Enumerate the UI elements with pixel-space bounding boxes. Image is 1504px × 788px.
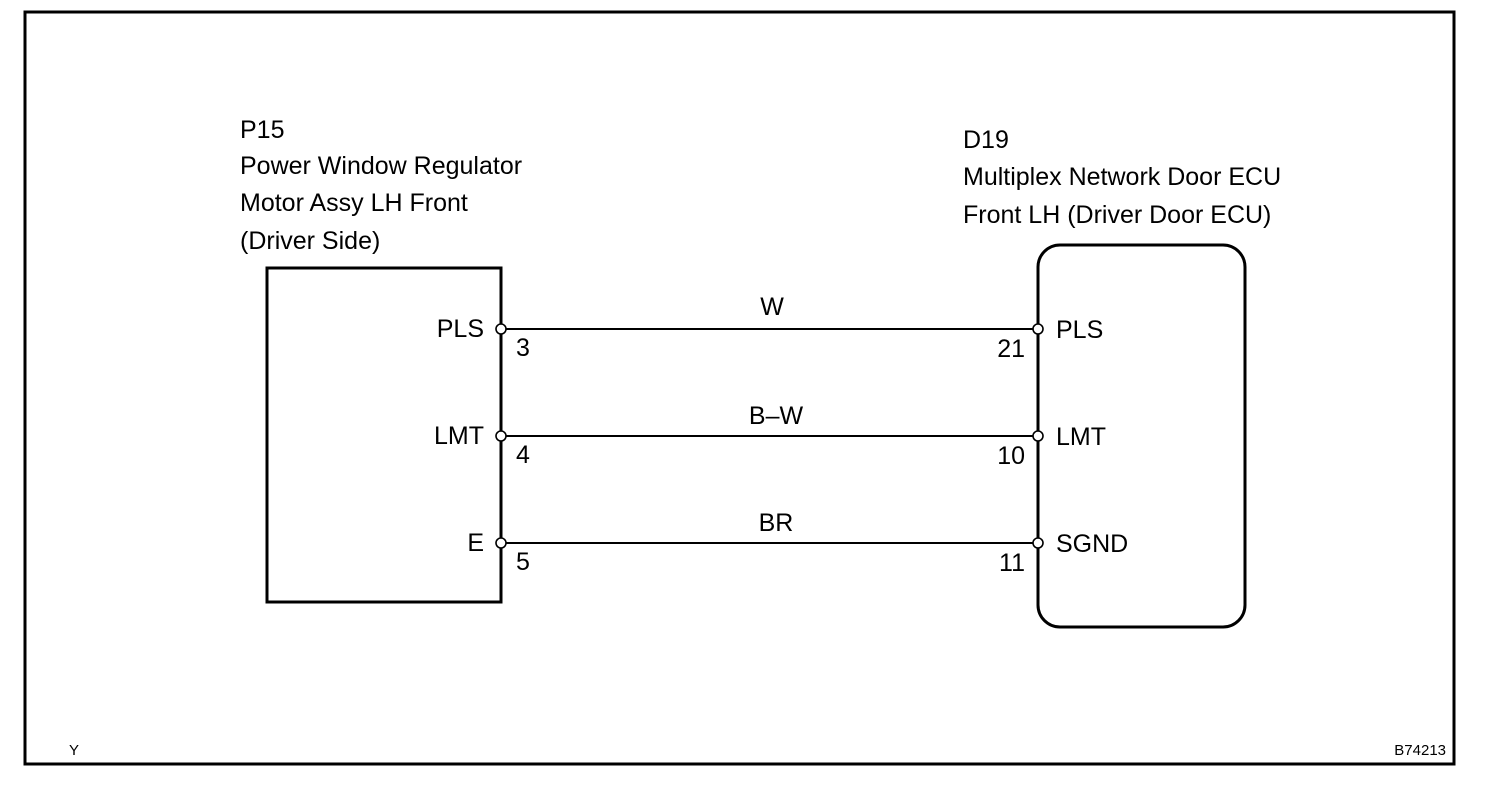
right-pin-3-terminal [1032,537,1044,549]
right-pin-1-terminal [1032,323,1044,335]
left-pin-2-terminal [495,430,507,442]
left-pin-3-terminal [495,537,507,549]
right-pin-1-label: PLS [1056,316,1103,344]
frame-corner-left-text: Y [69,742,79,759]
right-component-code: D19 [963,126,1009,154]
wire-3-color-code: BR [759,509,794,537]
right-pin-2-number: 10 [997,442,1025,470]
frame-corner-right-text: B74213 [1394,742,1446,759]
left-component-name-line-3: (Driver Side) [240,227,380,255]
right-pin-3-number: 11 [999,549,1025,577]
left-component-name-line-2: Motor Assy LH Front [240,189,468,217]
left-component-code: P15 [240,116,284,144]
wire-1-color-code: W [760,293,784,321]
left-pin-1-label: PLS [437,315,484,343]
left-pin-3-label: E [467,529,484,557]
left-pin-2-label: LMT [434,422,484,450]
right-pin-3-label: SGND [1056,530,1128,558]
right-pin-2-label: LMT [1056,423,1106,451]
left-pin-2-number: 4 [516,441,530,469]
diagram-frame [23,10,1456,766]
wire-2-color-code: B–W [749,402,804,430]
left-pin-1-terminal [495,323,507,335]
right-component-name-line-1: Multiplex Network Door ECU [963,163,1281,191]
left-pin-3-number: 5 [516,548,530,576]
right-pin-2-terminal [1032,430,1044,442]
left-pin-1-number: 3 [516,334,530,362]
left-component-name-line-1: Power Window Regulator [240,152,522,180]
right-component-name-line-2: Front LH (Driver Door ECU) [963,201,1271,229]
right-pin-1-number: 21 [997,335,1025,363]
